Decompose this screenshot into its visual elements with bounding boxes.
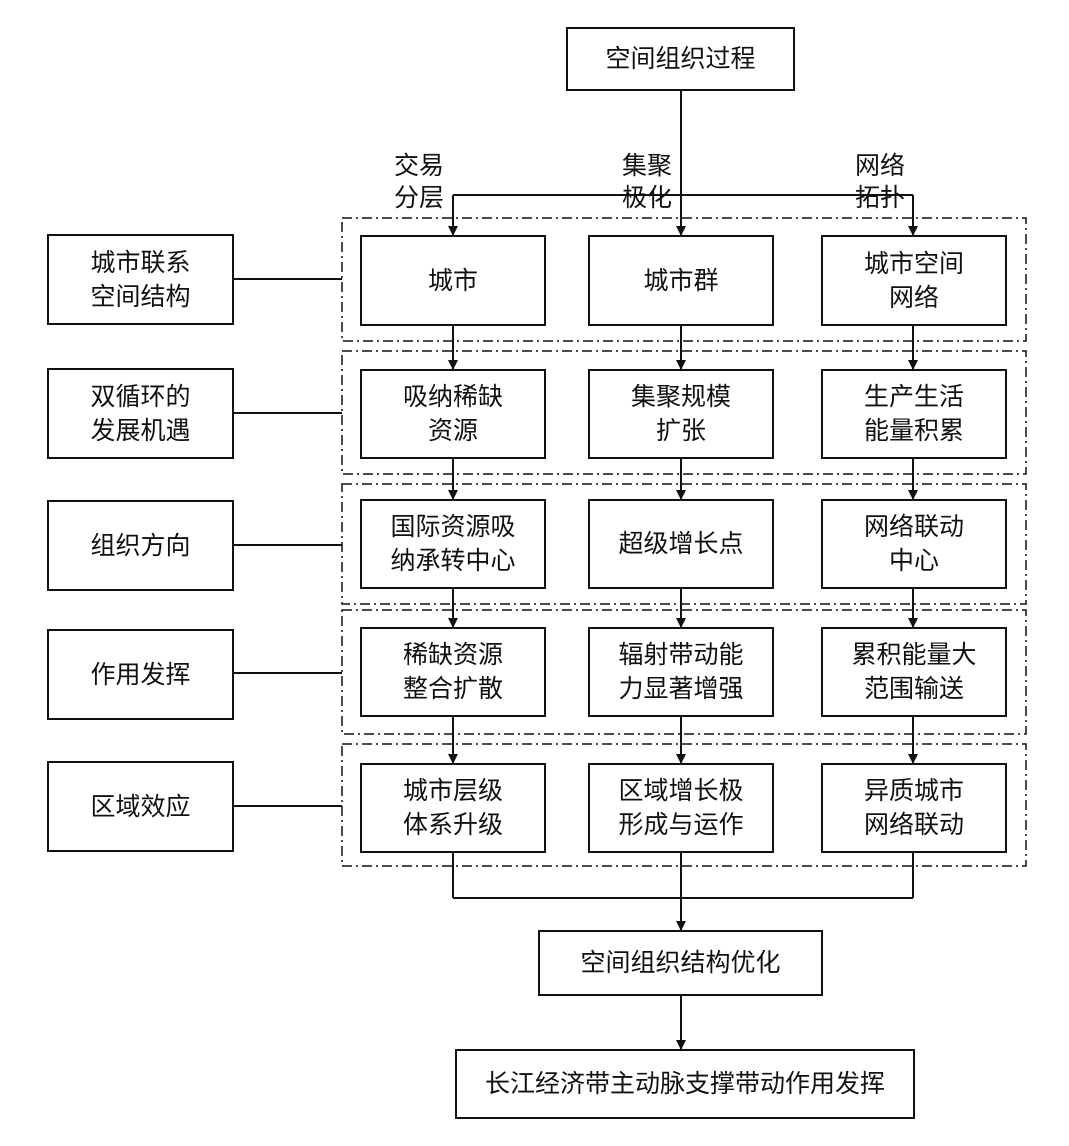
category-label-1: 城市联系 空间结构	[90, 247, 191, 311]
category-box-2: 双循环的 发展机遇	[47, 368, 234, 459]
cell-label: 稀缺资源 整合扩散	[402, 640, 503, 703]
cell-r2-c3: 生产生活 能量积累	[821, 369, 1007, 459]
cell-label: 区域增长极 形成与运作	[618, 776, 744, 839]
category-box-5: 区域效应	[47, 761, 234, 852]
category-box-1: 城市联系 空间结构	[47, 234, 234, 325]
cell-label: 集聚规模 扩张	[630, 382, 731, 445]
cell-r2-c2: 集聚规模 扩张	[588, 369, 774, 459]
cell-label: 城市层级 体系升级	[402, 776, 503, 839]
cell-label: 网络联动 中心	[863, 512, 964, 575]
cell-label: 辐射带动能 力显著增强	[618, 640, 744, 703]
cell-label: 城市群	[643, 265, 719, 295]
top-process-label: 空间组织过程	[605, 44, 756, 73]
category-box-4: 作用发挥	[47, 629, 234, 720]
cell-r5-c1: 城市层级 体系升级	[360, 763, 546, 853]
cell-r4-c2: 辐射带动能 力显著增强	[588, 627, 774, 717]
cell-label: 生产生活 能量积累	[863, 382, 964, 445]
cell-r2-c1: 吸纳稀缺 资源	[360, 369, 546, 459]
cell-label: 城市空间 网络	[863, 248, 964, 312]
cell-r4-c1: 稀缺资源 整合扩散	[360, 627, 546, 717]
group-frame-row-1	[341, 217, 1027, 342]
optimize-label: 空间组织结构优化	[580, 948, 781, 977]
final-box: 长江经济带主动脉支撑带动作用发挥	[455, 1049, 915, 1119]
cell-r1-c1: 城市	[360, 235, 546, 326]
group-frame-row-5	[341, 743, 1027, 867]
category-label-2: 双循环的 发展机遇	[90, 381, 191, 445]
branch-label-1: 交易 分层	[393, 151, 444, 212]
cell-label: 吸纳稀缺 资源	[402, 382, 503, 445]
cell-r5-c2: 区域增长极 形成与运作	[588, 763, 774, 853]
cell-label: 累积能量大 范围输送	[851, 640, 977, 703]
cell-r3-c2: 超级增长点	[588, 499, 774, 589]
category-label-5: 区域效应	[90, 791, 191, 821]
cell-r3-c1: 国际资源吸 纳承转中心	[360, 499, 546, 589]
branch-label-3: 网络 拓扑	[854, 151, 905, 212]
final-label: 长江经济带主动脉支撑带动作用发挥	[484, 1069, 885, 1098]
cell-r1-c3: 城市空间 网络	[821, 235, 1007, 326]
category-label-4: 作用发挥	[90, 659, 191, 689]
category-box-3: 组织方向	[47, 500, 234, 591]
cell-r4-c3: 累积能量大 范围输送	[821, 627, 1007, 717]
cell-r3-c3: 网络联动 中心	[821, 499, 1007, 589]
group-frame-row-2	[341, 350, 1027, 475]
top-process-box: 空间组织过程	[566, 27, 795, 91]
cell-r1-c2: 城市群	[588, 235, 774, 326]
branch-label-2: 集聚 极化	[621, 151, 672, 212]
cell-r5-c3: 异质城市 网络联动	[821, 763, 1007, 853]
category-label-3: 组织方向	[90, 530, 191, 560]
cell-label: 异质城市 网络联动	[863, 776, 964, 839]
cell-label: 国际资源吸 纳承转中心	[390, 512, 516, 575]
cell-label: 城市	[427, 265, 478, 295]
optimize-box: 空间组织结构优化	[538, 930, 823, 996]
cell-label: 超级增长点	[618, 529, 744, 558]
